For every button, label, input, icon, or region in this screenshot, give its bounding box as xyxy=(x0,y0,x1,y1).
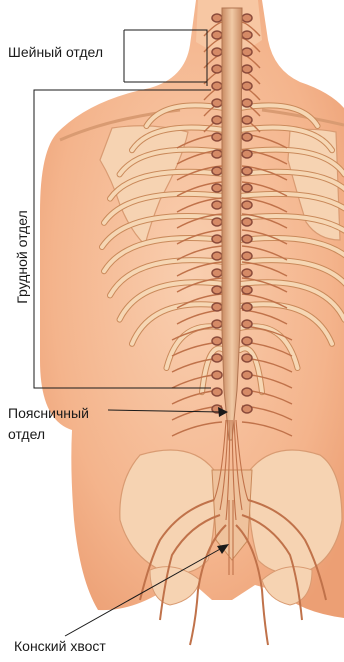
vertebra-left-3 xyxy=(212,48,222,56)
vertebra-left-16 xyxy=(212,269,222,277)
vertebra-right-11 xyxy=(242,184,252,192)
vertebra-right-5 xyxy=(242,82,252,90)
vertebra-right-4 xyxy=(242,65,252,73)
vertebra-left-14 xyxy=(212,235,222,243)
label-thoracic-section: Грудной отдел xyxy=(13,197,31,317)
vertebra-right-16 xyxy=(242,269,252,277)
vertebra-right-10 xyxy=(242,167,252,175)
vertebra-left-19 xyxy=(212,320,222,328)
label-lumbar-section-line2: отдел xyxy=(8,425,45,443)
vertebra-left-11 xyxy=(212,184,222,192)
vertebra-right-13 xyxy=(242,218,252,226)
vertebra-left-5 xyxy=(212,82,222,90)
vertebra-left-17 xyxy=(212,286,222,294)
vertebra-left-8 xyxy=(212,133,222,141)
vertebra-right-2 xyxy=(242,31,252,39)
vertebra-left-15 xyxy=(212,252,222,260)
vertebra-left-7 xyxy=(212,116,222,124)
vertebra-left-4 xyxy=(212,65,222,73)
right-iliac-bone xyxy=(249,450,342,574)
vertebra-left-13 xyxy=(212,218,222,226)
label-cauda-equina: Конский хвост xyxy=(14,637,106,655)
vertebra-right-7 xyxy=(242,116,252,124)
vertebra-right-24 xyxy=(242,405,252,413)
vertebra-left-9 xyxy=(212,150,222,158)
vertebra-right-3 xyxy=(242,48,252,56)
vertebra-right-1 xyxy=(242,14,252,22)
vertebra-left-20 xyxy=(212,337,222,345)
vertebra-left-2 xyxy=(212,31,222,39)
vertebra-right-8 xyxy=(242,133,252,141)
vertebra-left-23 xyxy=(212,388,222,396)
vertebra-right-14 xyxy=(242,235,252,243)
label-cervical-section: Шейный отдел xyxy=(8,43,103,61)
vertebra-right-12 xyxy=(242,201,252,209)
vertebra-right-9 xyxy=(242,150,252,158)
vertebra-left-12 xyxy=(212,201,222,209)
vertebra-left-21 xyxy=(212,354,222,362)
vertebra-right-17 xyxy=(242,286,252,294)
vertebra-right-15 xyxy=(242,252,252,260)
label-lumbar-section-line1: Поясничный xyxy=(8,404,89,422)
vertebra-right-23 xyxy=(242,388,252,396)
vertebra-left-22 xyxy=(212,371,222,379)
vertebra-left-6 xyxy=(212,99,222,107)
vertebra-left-10 xyxy=(212,167,222,175)
vertebra-right-6 xyxy=(242,99,252,107)
vertebra-right-22 xyxy=(242,371,252,379)
vertebra-right-20 xyxy=(242,337,252,345)
vertebra-right-18 xyxy=(242,303,252,311)
vertebra-left-1 xyxy=(212,14,222,22)
vertebra-right-21 xyxy=(242,354,252,362)
vertebra-right-19 xyxy=(242,320,252,328)
vertebra-left-18 xyxy=(212,303,222,311)
